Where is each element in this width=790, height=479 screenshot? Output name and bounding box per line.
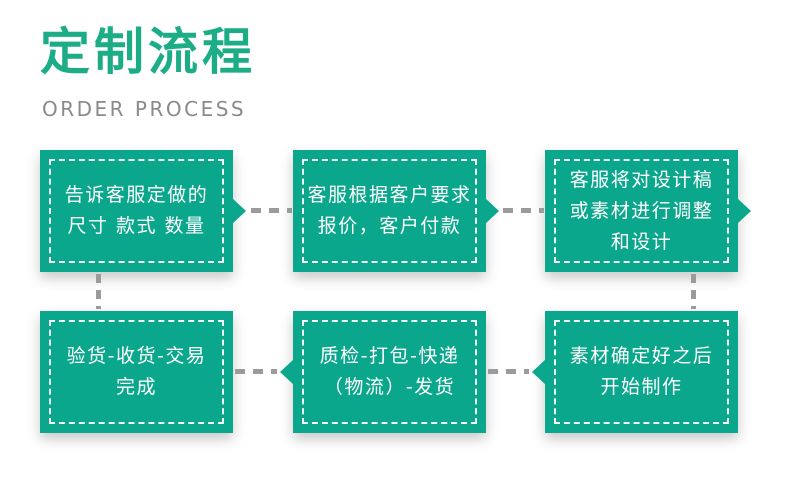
connector-step1-step2 — [251, 208, 292, 213]
flow-step-6-label: 验货-收货-交易 完成 — [66, 345, 207, 398]
flow-step-5-label: 质检-打包-快递 （物流）-发货 — [319, 345, 460, 398]
flow-step-3-label: 客服将对设计稿 或素材进行调整 和设计 — [569, 168, 714, 253]
flow-step-5: 质检-打包-快递 （物流）-发货 — [280, 311, 486, 433]
flow-step-2-label: 客服根据客户要求 报价，客户付款 — [307, 184, 472, 237]
flow-step-4-label: 素材确定好之后 开始制作 — [569, 345, 714, 398]
arrow-right-icon — [232, 198, 246, 224]
flow-step-1: 告诉客服定做的 尺寸 款式 数量 — [40, 150, 246, 272]
flow-step-2: 客服根据客户要求 报价，客户付款 — [293, 150, 499, 272]
flow-step-1-label: 告诉客服定做的 尺寸 款式 数量 — [64, 184, 209, 237]
arrow-right-icon — [737, 198, 751, 224]
flow-step-4: 素材确定好之后 开始制作 — [532, 311, 738, 433]
connector-step3-step4 — [691, 274, 696, 309]
arrow-right-icon — [485, 198, 499, 224]
flow-step-3: 客服将对设计稿 或素材进行调整 和设计 — [545, 150, 751, 272]
flow-step-6: 验货-收货-交易 完成 — [40, 311, 233, 433]
connector-step4-step5 — [488, 369, 529, 374]
page-title: 定制流程 — [40, 23, 256, 81]
connector-step2-step3 — [503, 208, 544, 213]
connector-step6-step1 — [96, 274, 101, 309]
page-subtitle: ORDER PROCESS — [42, 97, 247, 121]
arrow-left-icon — [280, 359, 294, 385]
connector-step5-step6 — [235, 369, 277, 374]
arrow-left-icon — [532, 359, 546, 385]
